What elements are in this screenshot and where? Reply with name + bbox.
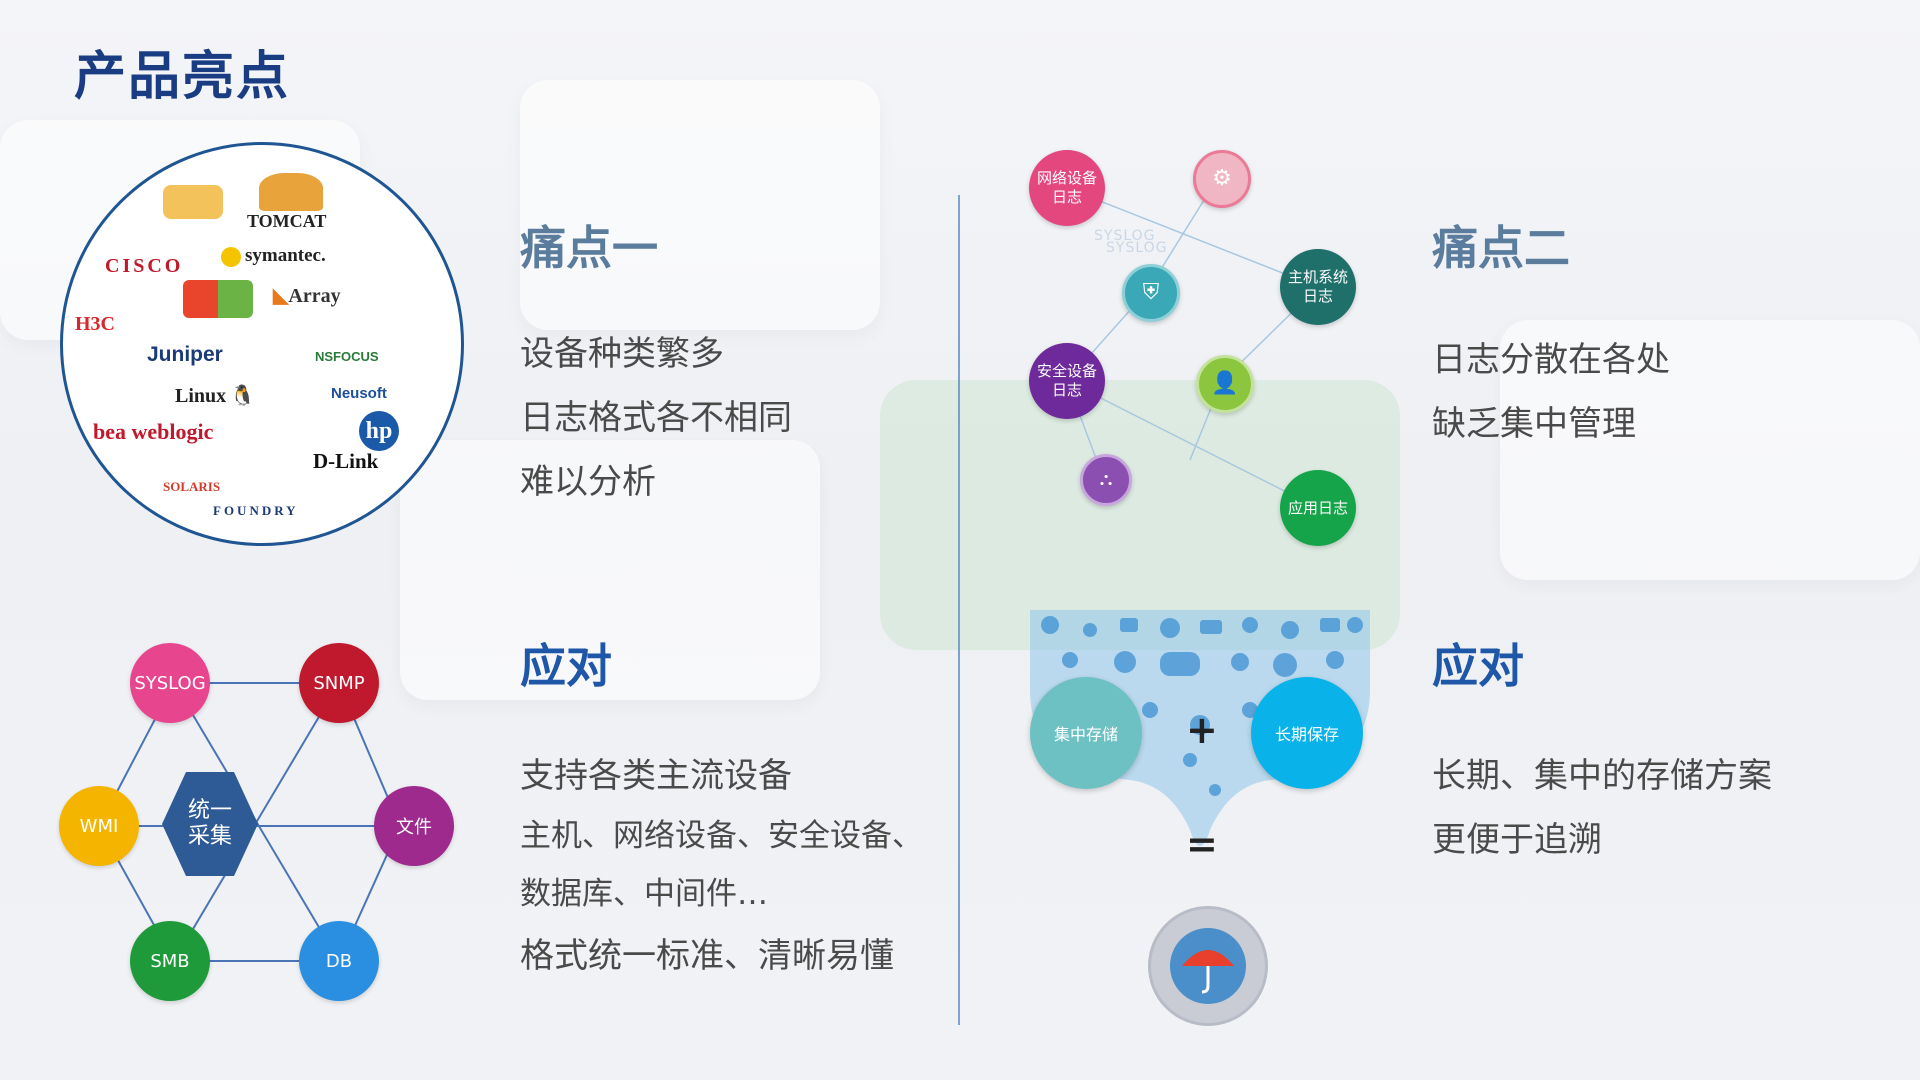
vendor-nsfocus: NSFOCUS (315, 349, 379, 364)
log-node-network-label: 网络设备 日志 (1036, 169, 1097, 206)
org-chart-icon: ⛬ (1099, 468, 1113, 490)
log-node-user-icon: 👤 (1196, 355, 1254, 413)
vendor-solaris: SOLARIS (163, 479, 221, 494)
plus-sign: + (1186, 708, 1218, 752)
umbrella-glyph-icon (1170, 928, 1246, 1004)
page-title: 产品亮点 (74, 47, 291, 107)
vendor-symantec: symantec. (221, 245, 326, 267)
vendor-bea-weblogic: bea weblogic (93, 419, 214, 444)
storage-central-node: 集中存储 (1030, 677, 1142, 789)
response1-line: 主机、网络设备、安全设备、 (520, 818, 923, 854)
log-node-security: 安全设备 日志 (1029, 343, 1105, 419)
pain1-line: 难以分析 (520, 462, 656, 502)
vendor-array: ◣Array (273, 285, 341, 307)
bg-key (400, 440, 820, 700)
vendor-dlink: D-Link (313, 449, 379, 473)
pain1-heading: 痛点一 (520, 221, 658, 275)
social-icon-cloud (1030, 610, 1370, 846)
log-node-org-icon: ⛬ (1080, 454, 1132, 506)
pain2-line: 日志分散在各处 (1432, 340, 1670, 380)
response1-heading: 应对 (520, 639, 612, 693)
storage-longterm-label: 长期保存 (1274, 725, 1339, 744)
bg-key (520, 80, 880, 330)
vendor-neusoft: Neusoft (331, 385, 387, 402)
log-node-app-label: 应用日志 (1287, 498, 1348, 517)
log-node-host: 主机系统 日志 (1280, 249, 1356, 325)
syslog-label: SYSLOG (1106, 240, 1168, 256)
log-node-shield-icon: ⛨ (1122, 264, 1180, 322)
vendor-juniper: Juniper (147, 343, 223, 366)
response1-line: 数据库、中间件… (520, 876, 768, 912)
equals-sign: = (1186, 822, 1218, 866)
vendor-tomcat: TOMCAT (247, 211, 327, 231)
storage-longterm-node: 长期保存 (1251, 677, 1363, 789)
vendor-hp: hp (359, 411, 399, 451)
syslog-label: SYSLOG (1094, 228, 1156, 244)
windows-logo-icon (183, 280, 253, 318)
brain-gear-icon: ⚙ (1212, 166, 1232, 192)
vendor-foundry: FOUNDRY (213, 503, 299, 518)
collect-node-syslog: SYSLOG (130, 643, 210, 723)
user-globe-icon: 👤 (1211, 371, 1239, 397)
log-node-app: 应用日志 (1280, 470, 1356, 546)
vendor-h3c: H3C (75, 313, 115, 335)
storage-central-label: 集中存储 (1053, 725, 1118, 744)
log-node-host-label: 主机系统 日志 (1287, 268, 1348, 305)
log-node-network: 网络设备 日志 (1029, 150, 1105, 226)
tiger-logo-icon (163, 185, 223, 219)
shield-icon: ⛨ (1142, 280, 1160, 306)
response1-line: 格式统一标准、清晰易懂 (520, 936, 894, 976)
tomcat-cat-icon (259, 173, 323, 211)
pain2-heading: 痛点二 (1432, 221, 1570, 275)
pain2-line: 缺乏集中管理 (1432, 404, 1636, 444)
section-divider (958, 195, 960, 1025)
log-node-brain-icon: ⚙ (1193, 150, 1251, 208)
collect-node-file: 文件 (374, 786, 454, 866)
bg-key (1500, 320, 1920, 580)
response1-line: 支持各类主流设备 (520, 756, 792, 796)
umbrella-icon (1148, 906, 1268, 1026)
collect-node-snmp: SNMP (299, 643, 379, 723)
response2-line: 更便于追溯 (1432, 820, 1602, 860)
collect-center-label: 统一 采集 (187, 797, 232, 849)
vendor-cisco: CISCO (105, 255, 184, 277)
response2-line: 长期、集中的存储方案 (1432, 756, 1772, 796)
log-node-security-label: 安全设备 日志 (1036, 362, 1097, 399)
pain1-line: 日志格式各不相同 (520, 398, 792, 438)
collect-node-db: DB (299, 921, 379, 1001)
collect-node-wmi: WMI (59, 786, 139, 866)
pain1-line: 设备种类繁多 (520, 334, 724, 374)
vendor-linux: Linux🐧 (175, 385, 256, 407)
vendor-logo-circle: TOMCAT CISCO symantec. ◣Array H3C Junipe… (60, 142, 464, 546)
collect-node-smb: SMB (130, 921, 210, 1001)
response2-heading: 应对 (1432, 639, 1524, 693)
